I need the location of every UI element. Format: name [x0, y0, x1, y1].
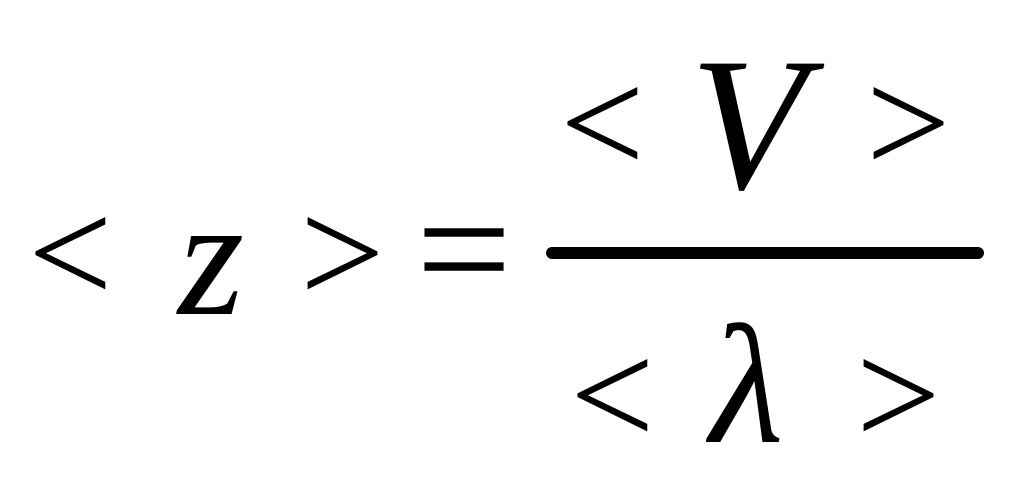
lhs-close-angle-bracket: >	[300, 170, 385, 336]
numerator-variable-v: V	[690, 20, 807, 230]
fraction-bar	[546, 247, 984, 259]
numerator-open-angle-bracket: <	[560, 40, 645, 206]
lhs-variable-z: z	[178, 163, 245, 351]
denominator-variable-lambda: λ	[710, 291, 784, 479]
lhs-open-angle-bracket: <	[28, 170, 113, 336]
equals-sign: =	[416, 155, 512, 343]
denominator-open-angle-bracket: <	[570, 312, 655, 478]
denominator-close-angle-bracket: >	[856, 312, 941, 478]
numerator-close-angle-bracket: >	[866, 40, 951, 206]
